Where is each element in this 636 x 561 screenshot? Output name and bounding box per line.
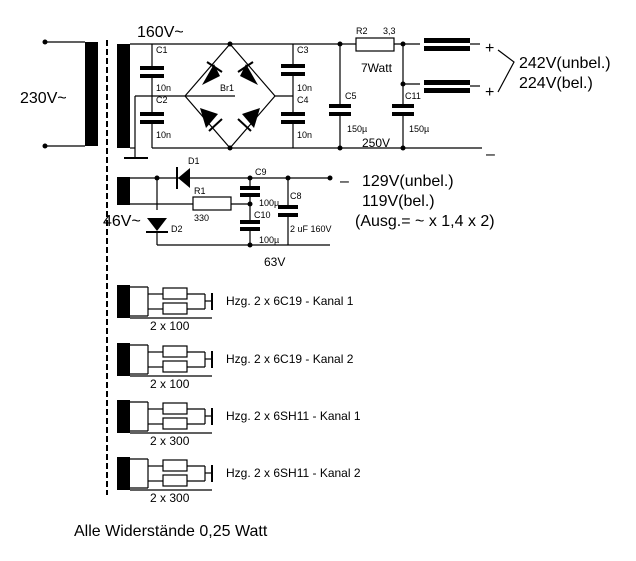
choke-top <box>424 38 480 51</box>
capacitor-c1 <box>140 44 164 96</box>
choke-bottom <box>424 80 480 93</box>
r1-label: R1 <box>194 186 206 196</box>
heater-block-2: Hzg. 2 x 6C19 - Kanal 2 2 x 100 <box>117 343 354 391</box>
bridge-label: Br1 <box>220 83 234 93</box>
resistor-r2 <box>355 37 395 52</box>
hv-secondary-voltage-label: 160V~ <box>137 24 184 41</box>
c9-value: 100µ <box>259 198 279 208</box>
bias-secondary-winding <box>117 175 330 210</box>
bias-output-unloaded: 129V(unbel.) <box>362 173 454 190</box>
r1-value: 330 <box>194 213 209 223</box>
hv-output-unloaded: 242V(unbel.) <box>519 55 611 72</box>
c3-value: 10n <box>297 83 312 93</box>
r2-power: 7Watt <box>361 61 393 75</box>
bridge-rectifier-br1 <box>184 41 276 151</box>
primary-voltage-label: 230V~ <box>20 90 67 107</box>
heater-resistor-value: 2 x 300 <box>150 491 190 505</box>
c2-label: C2 <box>156 95 168 105</box>
bias-output-minus: – <box>340 173 349 190</box>
heater-resistor-value: 2 x 300 <box>150 434 190 448</box>
c5-value: 150µ <box>347 124 367 134</box>
heater-label: Hzg. 2 x 6C19 - Kanal 1 <box>226 294 354 308</box>
heater-label: Hzg. 2 x 6SH11 - Kanal 1 <box>226 409 361 423</box>
capacitor-c11 <box>392 41 420 151</box>
c3-label: C3 <box>297 45 309 55</box>
heater-resistor <box>162 402 188 415</box>
heater-block-1: Hzg. 2 x 6C19 - Kanal 1 2 x 100 <box>117 285 354 333</box>
primary-terminal-top <box>42 39 48 45</box>
d1-label: D1 <box>188 156 200 166</box>
hv-output-loaded: 224V(bel.) <box>519 75 593 92</box>
capacitor-c2 <box>140 96 164 148</box>
diode-d2 <box>146 218 330 246</box>
primary-terminal-bottom <box>42 143 48 149</box>
r2-label: R2 <box>356 26 368 36</box>
output-minus: – <box>486 146 495 163</box>
ground-symbol <box>124 96 148 159</box>
output-plus-2: + <box>485 84 494 101</box>
capacitor-c4 <box>281 96 305 148</box>
c10-label: C10 <box>254 210 271 220</box>
c1-label: C1 <box>156 45 168 55</box>
primary-winding <box>45 40 108 495</box>
heater-label: Hzg. 2 x 6C19 - Kanal 2 <box>226 352 354 366</box>
heater-resistor <box>162 287 188 300</box>
capacitor-c5 <box>329 41 351 151</box>
c2-value: 10n <box>156 130 171 140</box>
capacitor-c10 <box>240 220 260 248</box>
heater-resistor <box>162 417 188 430</box>
output-plus-1: + <box>485 40 494 57</box>
diode-d1 <box>176 167 190 189</box>
heater-resistor <box>162 302 188 315</box>
capacitor-c9 <box>240 175 260 220</box>
bias-secondary-voltage-label: 46V~ <box>103 213 141 230</box>
heater-resistor-value: 2 x 100 <box>150 377 190 391</box>
heater-resistor <box>162 360 188 373</box>
c1-value: 10n <box>156 83 171 93</box>
c4-label: C4 <box>297 95 309 105</box>
bias-formula: (Ausg.= ~ x 1,4 x 2) <box>355 213 495 230</box>
d2-label: D2 <box>171 224 183 234</box>
footnote: Alle Widerstände 0,25 Watt <box>74 523 268 540</box>
c11-value: 150µ <box>409 124 429 134</box>
hv-cap-voltage: 250V <box>362 136 390 150</box>
c8-label: C8 <box>290 191 302 201</box>
bias-cap-voltage: 63V <box>264 255 285 269</box>
heater-resistor <box>162 474 188 487</box>
heater-block-3: Hzg. 2 x 6SH11 - Kanal 1 2 x 300 <box>117 400 361 448</box>
heater-label: Hzg. 2 x 6SH11 - Kanal 2 <box>226 466 361 480</box>
c9-label: C9 <box>255 167 267 177</box>
c11-label: C11 <box>405 91 421 101</box>
c4-value: 10n <box>297 130 312 140</box>
heater-resistor <box>162 459 188 472</box>
c10-value: 100µ <box>259 235 279 245</box>
c8-value: 2 uF 160V <box>290 224 332 234</box>
capacitor-c8 <box>278 175 333 245</box>
heater-block-4: Hzg. 2 x 6SH11 - Kanal 2 2 x 300 <box>117 457 361 505</box>
c5-label: C5 <box>345 91 357 101</box>
r2-value: 3,3 <box>383 26 396 36</box>
heater-resistor-value: 2 x 100 <box>150 319 190 333</box>
capacitor-c3 <box>281 44 305 96</box>
bias-output-loaded: 119V(bel.) <box>362 193 435 210</box>
resistor-r1 <box>157 196 250 211</box>
heater-resistor <box>162 345 188 358</box>
